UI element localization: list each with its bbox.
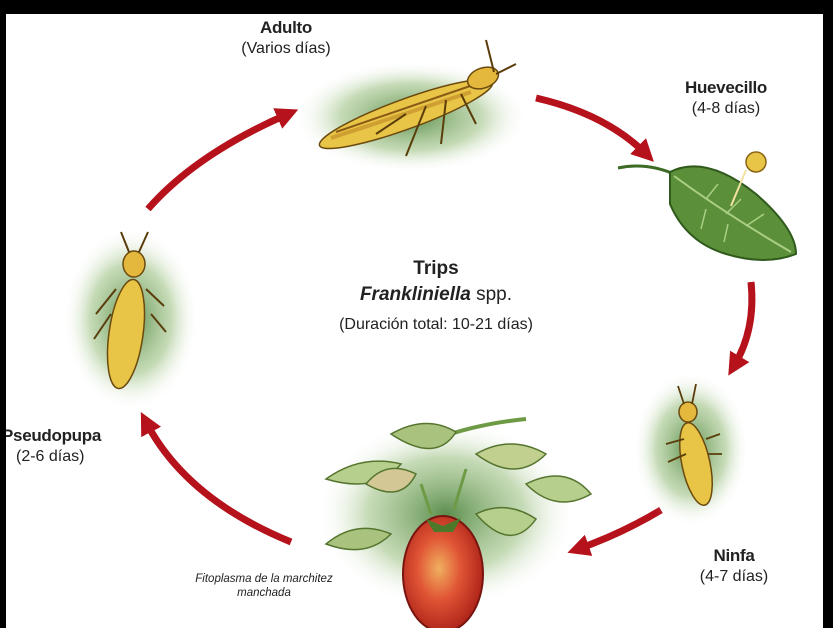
tomato-plant-illustration: [316, 419, 591, 628]
arrow-plant-to-pseudopupa: [146, 422, 291, 542]
plant-caption: Fitoplasma de la marchitez manchada: [174, 572, 354, 600]
stage-adulto: Adulto (Varios días): [216, 18, 356, 58]
stage-ninfa: Ninfa (4-7 días): [684, 546, 784, 586]
diagram-canvas: Adulto (Varios días) Huevecillo (4-8 día…: [6, 14, 823, 628]
center-genus: Frankliniella: [360, 284, 471, 305]
stage-pseudopupa: Pseudopupa (2-6 días): [6, 426, 120, 466]
center-species-suffix: spp.: [471, 284, 512, 305]
stage-pseudopupa-name: Pseudopupa: [6, 426, 120, 446]
arrow-ninfa-to-plant: [578, 510, 661, 549]
diagram-center-title: Trips Frankliniella spp. (Duración total…: [296, 258, 576, 334]
adult-thrips-illustration: [293, 40, 529, 173]
stage-ninfa-name: Ninfa: [684, 546, 784, 566]
stage-ninfa-duration: (4-7 días): [684, 568, 784, 586]
center-title: Trips: [296, 258, 576, 280]
pseudopupa-illustration: [63, 227, 199, 411]
stage-huevecillo-duration: (4-8 días): [666, 100, 786, 118]
arrow-huevecillo-to-ninfa: [734, 282, 752, 366]
stage-pseudopupa-duration: (2-6 días): [6, 448, 120, 466]
nymph-illustration: [633, 371, 749, 527]
center-total-duration: (Duración total: 10-21 días): [296, 316, 576, 334]
stage-adulto-name: Adulto: [216, 18, 356, 38]
arrow-adulto-to-huevecillo: [536, 98, 646, 154]
stage-huevecillo-name: Huevecillo: [666, 78, 786, 98]
stage-adulto-duration: (Varios días): [216, 40, 356, 58]
arrow-pseudopupa-to-adulto: [148, 114, 288, 209]
egg-on-leaf-illustration: [618, 152, 796, 260]
center-species: Frankliniella spp.: [296, 284, 576, 306]
stage-huevecillo: Huevecillo (4-8 días): [666, 78, 786, 118]
